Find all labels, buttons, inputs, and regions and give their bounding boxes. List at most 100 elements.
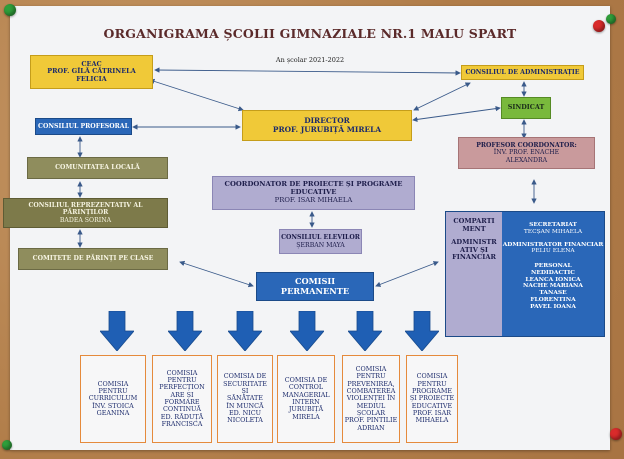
comisie-line: ÎNV. STOICA <box>92 401 134 410</box>
push-pin-icon <box>606 14 616 24</box>
compartiment-title-line: FINANCIAR <box>452 253 496 262</box>
admin-financiar-label: ADMINISTRATOR FINANCIAR <box>502 240 604 248</box>
comisie-line: PENTRU <box>356 372 386 381</box>
admin-financiar-name: PELIU ELENA <box>531 248 575 255</box>
comisie-line: PREVENIREA, <box>347 379 395 388</box>
personal-name: FLORENTINA <box>530 296 576 304</box>
down-arrow-icon <box>348 311 382 351</box>
comitete-parinti-box: COMITETE DE PĂRINȚI PE CLASE <box>18 248 168 270</box>
comisie-line: CONTINUĂ <box>162 405 202 414</box>
comisie-line: ARE ȘI <box>170 390 194 399</box>
consiliul-administratie-label: CONSILIUL DE ADMINISTRAȚIE <box>465 68 580 76</box>
comisie-line: ADRIAN <box>357 423 385 432</box>
comisie-line: COMISIA <box>416 372 448 381</box>
down-arrow-icon <box>405 311 439 351</box>
comisie-line: COMISIA DE <box>223 372 267 381</box>
comisie-line: FRANCISCA <box>161 420 203 429</box>
push-pin-icon <box>2 440 12 450</box>
school-year: An școlar 2021-2022 <box>275 56 345 64</box>
down-arrow-icon <box>228 311 262 351</box>
comisie-line: FORMARE <box>164 398 200 406</box>
comisie-line: PERFECȚION <box>159 383 205 392</box>
personal-label: PERSONAL <box>534 262 572 270</box>
personal-name: LEANCA IONICA <box>525 275 581 283</box>
consiliul-elevilor-name: ȘERBAN MAYA <box>296 241 345 249</box>
consiliul-parintilor-box: CONSILIUL REPREZENTATIV AL PĂRINȚILOR BA… <box>3 198 168 228</box>
personal-name: PAVEL IOANA <box>530 302 576 310</box>
comisie-line: COMBATEREA <box>346 386 396 395</box>
down-arrow-icon <box>100 311 134 351</box>
comisie-line: ED. RĂDUȚĂ <box>160 412 204 421</box>
consiliul-elevilor-box: CONSILIUL ELEVILOR ȘERBAN MAYA <box>279 229 362 254</box>
coordonator-proiecte-label: COORDONATOR DE PROIECTE ȘI PROGRAME <box>224 180 403 189</box>
compartiment-title-line: MENT <box>462 224 486 233</box>
comisie-line: SECURITATE <box>223 379 267 388</box>
comisie-line: CURRICULUM <box>88 394 138 403</box>
personal-name: TANASE <box>539 289 567 297</box>
comisie-line: JURUBIȚĂ <box>288 405 324 414</box>
secretariat-name: TECȘAN MIHAELA <box>523 228 583 235</box>
comisie-line: CONTROL <box>288 383 324 392</box>
comisie-line: INTERN <box>292 398 320 406</box>
sindicat-label: SINDICAT <box>507 103 545 112</box>
compartiment-title-line: ADMINISTR <box>451 238 497 247</box>
comisii-permanente-label: COMISII <box>294 276 336 287</box>
comisie-line: PROF. ISAR <box>412 409 452 418</box>
consiliul-administratie-box: CONSILIUL DE ADMINISTRAȚIE <box>461 65 584 80</box>
profesor-coordonator-name-2: ALEXANDRA <box>505 156 548 164</box>
comisie-line: ȘCOLAR <box>356 409 386 418</box>
comisie-line: ED. NICU <box>228 409 261 418</box>
director-name: PROF. JURUBIȚĂ MIRELA <box>272 124 382 134</box>
comisie-line: ÎN MUNCĂ <box>226 401 264 410</box>
comisie-line: MIHAELA <box>415 416 449 425</box>
comisie-line: PROF. PINTILIE <box>344 416 398 425</box>
compartiment-panel: COMPARTI MENT ADMINISTR ATIV ȘI FINANCIA… <box>445 211 605 337</box>
comisie-line: COMISIA <box>355 364 387 373</box>
comunitatea-locala-box: COMUNITATEA LOCALĂ <box>27 157 168 179</box>
consiliul-profesoral-box: CONSILIUL PROFESORAL <box>35 118 132 135</box>
comisie-line: VIOLENȚEI ÎN <box>346 394 396 403</box>
consiliul-elevilor-label: CONSILIUL ELEVILOR <box>281 234 360 242</box>
ceac-member-surname: FELICIA <box>76 74 107 83</box>
comisie-line: EDUCATIVE <box>411 401 453 410</box>
page-title: ORGANIGRAMA ȘCOLII GIMNAZIALE NR.1 MALU … <box>103 26 517 41</box>
compartiment-title-line: COMPARTI <box>453 217 495 225</box>
consiliul-parintilor-label-2: PĂRINȚILOR <box>62 209 109 217</box>
comisii-permanente-label-2: PERMANENTE <box>280 285 350 296</box>
comunitatea-locala-label: COMUNITATEA LOCALĂ <box>55 164 140 172</box>
down-arrow-icon <box>290 311 324 351</box>
coordonator-proiecte-name: PROF. ISAR MIHAELA <box>274 195 353 204</box>
comisie-line: COMISIA DE <box>284 375 328 384</box>
compartiment-title-line: ATIV ȘI <box>459 245 488 254</box>
comisie-line: MIRELA <box>292 412 320 421</box>
comisie-line: ȘI PROIECTE <box>409 394 455 403</box>
comisie-line: COMISIA <box>97 379 129 388</box>
secretariat-label: SECRETARIAT <box>529 221 577 228</box>
compartiment-details: SECRETARIAT TECȘAN MIHAELA ADMINISTRATOR… <box>502 212 604 336</box>
down-arrow-icon <box>168 311 202 351</box>
comisie-line: PENTRU <box>417 379 447 388</box>
profesor-coordonator-label: PROFESOR COORDONATOR: <box>476 142 577 150</box>
compartiment-title: COMPARTI MENT ADMINISTR ATIV ȘI FINANCIA… <box>446 212 502 336</box>
comisie-line: ȘI <box>241 386 249 395</box>
ceac-label: CEAC <box>81 59 102 68</box>
comisie-line: MEDIUL <box>356 401 386 410</box>
comitete-parinti-label: COMITETE DE PĂRINȚI PE CLASE <box>32 255 154 263</box>
push-pin-icon <box>610 428 622 440</box>
comisie-line: PROGRAME <box>411 386 453 395</box>
consiliul-parintilor-name: BADEA SORINA <box>59 216 112 224</box>
comisie-line: NICOLETA <box>227 416 263 425</box>
comisie-line: SĂNĂTATE <box>227 394 263 403</box>
comisii-permanente-box: COMISII PERMANENTE <box>256 272 374 301</box>
consiliul-profesoral-label: CONSILIUL PROFESORAL <box>38 122 129 130</box>
comisie-line: COMISIA <box>166 368 198 377</box>
ceac-member: PROF. GÎLĂ CĂTRINELA <box>47 67 136 76</box>
sindicat-box: SINDICAT <box>501 97 551 119</box>
personal-name: NACHE MARIANA <box>522 282 584 290</box>
coordonator-proiecte-label-2: EDUCATIVE <box>290 188 337 197</box>
consiliul-parintilor-label: CONSILIUL REPREZENTATIV AL <box>28 202 143 210</box>
coordonator-proiecte-box: COORDONATOR DE PROIECTE ȘI PROGRAME EDUC… <box>212 176 415 210</box>
comisie-line: PENTRU <box>167 375 197 384</box>
